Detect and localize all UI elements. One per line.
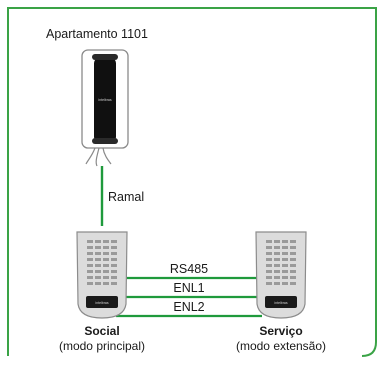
svg-text:intelbras: intelbras	[98, 98, 111, 102]
apartment-label: Apartamento 1101	[46, 27, 148, 41]
enl1-label: ENL1	[173, 281, 204, 295]
servico-device-icon: intelbras	[255, 231, 307, 319]
rs485-label: RS485	[170, 262, 208, 276]
social-title: Social	[84, 324, 119, 338]
diagram-frame	[7, 7, 377, 357]
interphone-handset-icon: intelbras	[81, 49, 129, 167]
social-device-icon: intelbras	[76, 231, 128, 319]
enl2-label: ENL2	[173, 300, 204, 314]
servico-title: Serviço	[259, 324, 302, 338]
social-subtitle: (modo principal)	[59, 339, 145, 353]
svg-text:intelbras: intelbras	[274, 301, 287, 305]
servico-subtitle: (modo extensão)	[236, 339, 326, 353]
ramal-label: Ramal	[108, 190, 144, 204]
svg-text:intelbras: intelbras	[95, 301, 108, 305]
